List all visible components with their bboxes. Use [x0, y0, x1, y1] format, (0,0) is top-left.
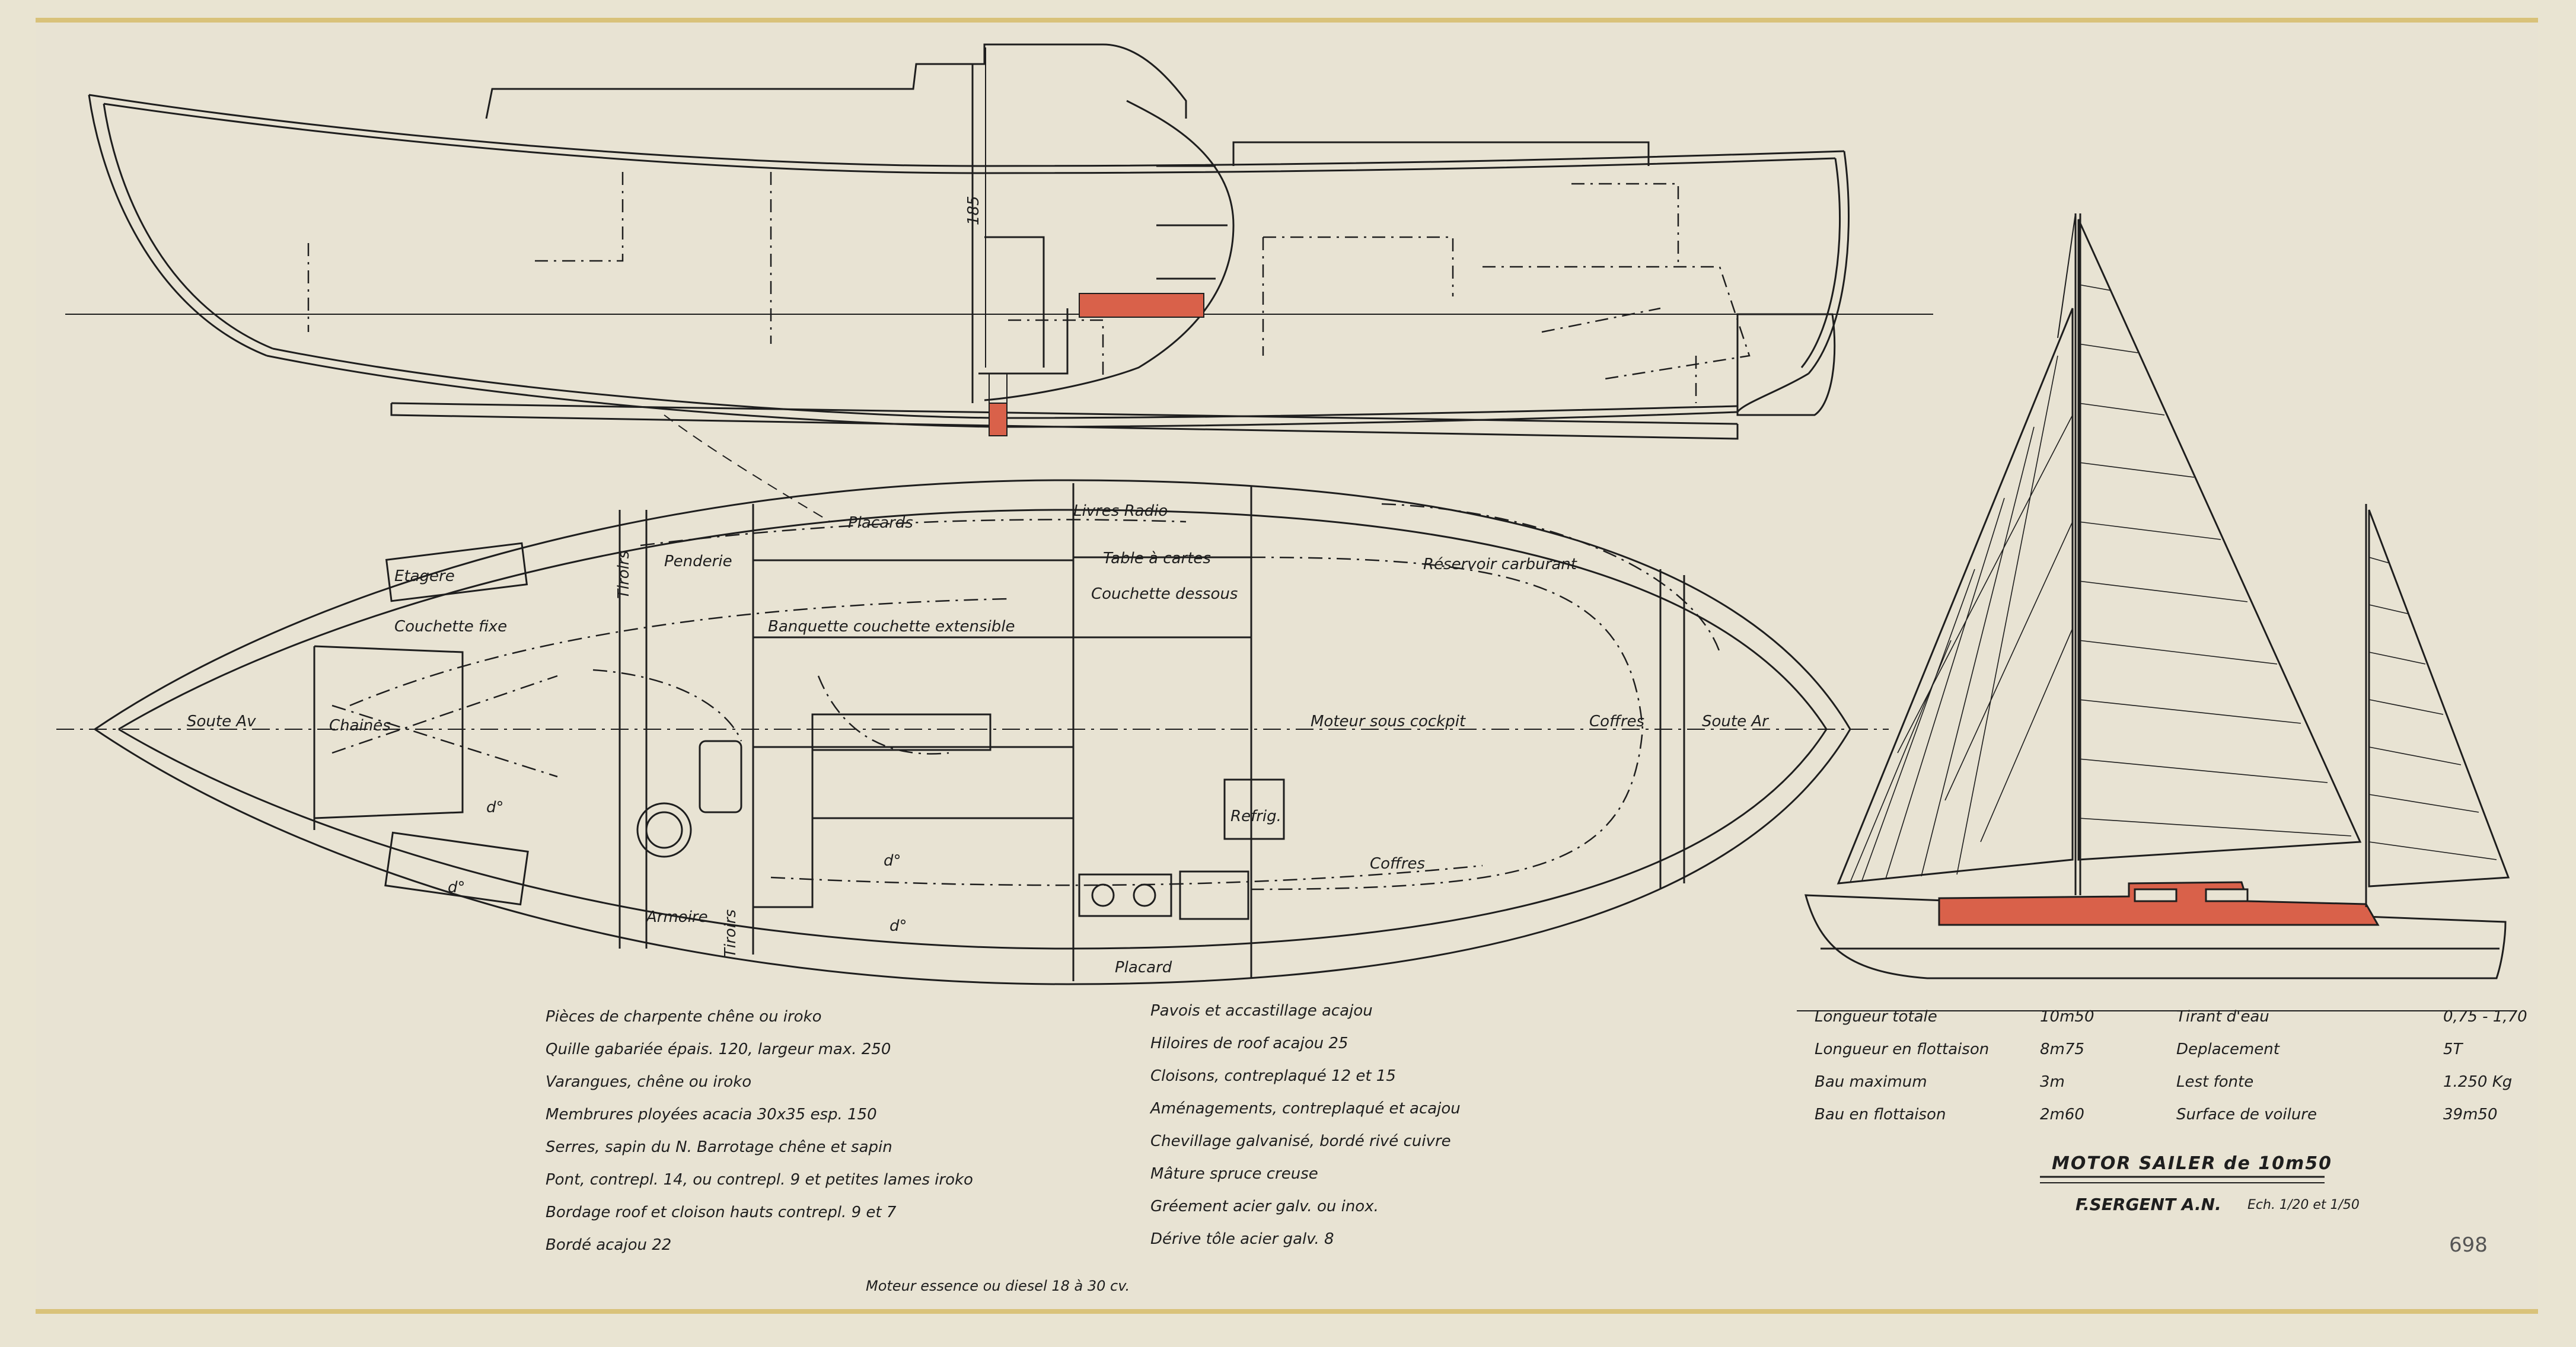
label-ditto-2: d°	[448, 879, 466, 896]
note-right-4: Aménagements, contreplaqué et acajou	[1150, 1100, 1461, 1118]
spec-right-value-4: 39m50	[2443, 1106, 2498, 1123]
label-couchette-dessous: Couchette dessous	[1091, 585, 1238, 603]
label-armoire: Armoire	[645, 908, 708, 926]
note-left-4: Membrures ployées acacia 30x35 esp. 150	[546, 1106, 877, 1123]
label-livres-radio: Livres Radio	[1073, 502, 1168, 520]
projection-lines	[664, 414, 831, 522]
spec-label-2: Longueur en flottaison	[1815, 1040, 1990, 1058]
spec-value-1: 10m50	[2040, 1008, 2094, 1026]
engine-note: Moteur essence ou diesel 18 à 30 cv.	[866, 1278, 1130, 1294]
note-right-2: Hiloires de roof acajou 25	[1150, 1035, 1348, 1052]
profile-hidden-lines	[307, 172, 1751, 403]
note-left-8: Bordé acajou 22	[546, 1236, 672, 1254]
note-right-1: Pavois et accastillage acajou	[1150, 1002, 1373, 1020]
note-right-5: Chevillage galvanisé, bordé rivé cuivre	[1150, 1132, 1451, 1150]
plan-hidden-lines	[331, 503, 1721, 890]
paper	[36, 18, 2538, 1314]
spec-right-label-2: Deplacement	[2176, 1040, 2279, 1058]
label-etagere: Etagere	[394, 567, 455, 585]
note-right-7: Gréement acier galv. ou inox.	[1150, 1198, 1379, 1215]
label-ditto-3: d°	[884, 852, 901, 870]
label-moteur: Moteur sous cockpit	[1311, 713, 1466, 730]
spec-label-3: Bau maximum	[1815, 1073, 1927, 1091]
hull-profile	[65, 43, 1933, 440]
note-left-3: Varangues, chêne ou iroko	[546, 1073, 752, 1091]
label-ditto-4: d°	[890, 917, 907, 935]
label-chaines: Chaines	[329, 717, 391, 735]
label-tiroirs-bottom: Tiroirs	[722, 909, 739, 957]
spec-value-3: 3m	[2040, 1073, 2065, 1091]
drawing-title: MOTOR SAILER de 10m50	[2052, 1153, 2333, 1174]
drawing-number: 698	[2449, 1233, 2488, 1257]
label-placards: Placards	[848, 514, 913, 532]
note-left-7: Bordage roof et cloison hauts contrepl. …	[546, 1204, 897, 1221]
note-right-8: Dérive tôle acier galv. 8	[1150, 1230, 1334, 1248]
sail-plan	[1805, 213, 2510, 979]
note-left-1: Pièces de charpente chêne ou iroko	[546, 1008, 822, 1026]
label-coffres: Coffres	[1589, 713, 1644, 730]
label-refrig: Refrig.	[1230, 807, 1281, 825]
label-placard: Placard	[1115, 959, 1172, 976]
label-reservoir: Réservoir carburant	[1423, 556, 1577, 573]
note-right-3: Cloisons, contreplaqué 12 et 15	[1150, 1067, 1396, 1085]
spec-right-label-4: Surface de voilure	[2176, 1106, 2317, 1123]
spec-right-label-1: Tirant d'eau	[2176, 1008, 2269, 1026]
hull-plan	[56, 479, 1889, 985]
profile-dimension: 185	[965, 196, 983, 225]
spec-right-value-3: 1.250 Kg	[2443, 1073, 2513, 1091]
sail-seams	[1850, 284, 2497, 883]
label-table-cartes: Table à cartes	[1103, 550, 1211, 567]
spec-value-4: 2m60	[2040, 1106, 2084, 1123]
drawing-scale: Ech. 1/20 et 1/50	[2247, 1198, 2360, 1212]
label-soute-av: Soute Av	[187, 713, 256, 730]
label-ditto-1: d°	[486, 799, 504, 816]
spec-right-label-3: Lest fonte	[2176, 1073, 2254, 1091]
label-banquette: Banquette couchette extensible	[768, 618, 1015, 636]
note-left-2: Quille gabariée épais. 120, largeur max.…	[546, 1040, 891, 1058]
note-right-6: Mâture spruce creuse	[1150, 1165, 1318, 1183]
label-soute-ar: Soute Ar	[1702, 713, 1770, 730]
designer-name: F.SERGENT A.N.	[2076, 1195, 2221, 1214]
spec-label-4: Bau en flottaison	[1815, 1106, 1946, 1123]
label-couchette-fixe: Couchette fixe	[394, 618, 507, 636]
spec-label-1: Longueur totale	[1815, 1008, 1937, 1026]
note-left-5: Serres, sapin du N. Barrotage chêne et s…	[546, 1138, 892, 1156]
note-left-6: Pont, contrepl. 14, ou contrepl. 9 et pe…	[546, 1171, 973, 1189]
label-penderie: Penderie	[664, 553, 732, 570]
spec-right-value-1: 0,75 - 1,70	[2443, 1008, 2527, 1026]
label-coffres-2: Coffres	[1370, 855, 1425, 873]
spec-value-2: 8m75	[2040, 1040, 2084, 1058]
label-tiroirs-top: Tiroirs	[615, 551, 633, 599]
spec-right-value-2: 5T	[2443, 1040, 2463, 1058]
